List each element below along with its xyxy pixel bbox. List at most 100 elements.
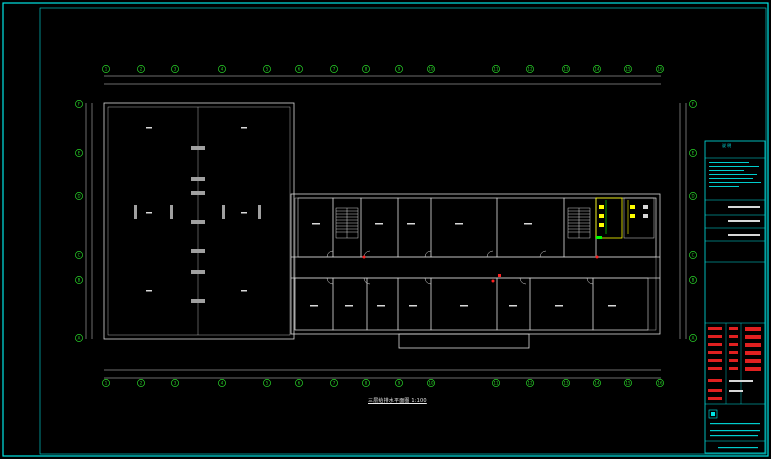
grid-row-right-F-label: F xyxy=(692,101,695,106)
grid-col-bottom-5-label: 5 xyxy=(266,380,269,385)
grid-row-left-E-bubble xyxy=(75,149,83,157)
grid-col-bottom-3-label: 3 xyxy=(174,380,177,385)
grid-col-bottom-4-label: 4 xyxy=(221,380,224,385)
grid-col-top-5-bubble xyxy=(263,65,271,73)
grid-col-top-1-label: 1 xyxy=(105,66,108,71)
grid-col-top-6-label: 6 xyxy=(298,66,301,71)
grid-col-bottom-11-label: 11 xyxy=(493,380,499,385)
grid-col-top-4-label: 4 xyxy=(221,66,224,71)
grid-col-top-10-label: 10 xyxy=(428,66,434,71)
grid-row-right-D-bubble xyxy=(689,192,697,200)
grid-col-bottom-16-label: 16 xyxy=(657,380,663,385)
grid-col-top-11-bubble xyxy=(492,65,500,73)
lower-rooms xyxy=(294,277,649,331)
grid-col-bottom-4-bubble xyxy=(218,379,226,387)
grid-col-bottom-9-bubble xyxy=(395,379,403,387)
grid-col-bottom-15-label: 15 xyxy=(625,380,631,385)
grid-col-top-6-bubble xyxy=(295,65,303,73)
grid-row-right-A-label: A xyxy=(692,335,695,340)
title-block xyxy=(704,140,766,454)
grid-axis-right: A B C D E F xyxy=(689,100,697,342)
grid-col-top-2-bubble xyxy=(137,65,145,73)
grid-row-right-E-label: E xyxy=(692,150,695,155)
stairwell-left xyxy=(335,207,359,239)
grid-col-bottom-3-bubble xyxy=(171,379,179,387)
grid-row-right-C-label: C xyxy=(692,252,695,257)
toilet-fixtures xyxy=(595,197,655,239)
grid-row-right-E-bubble xyxy=(689,149,697,157)
grid-col-bottom-10-bubble xyxy=(427,379,435,387)
company-logo-icon xyxy=(708,409,718,419)
grid-col-bottom-11-bubble xyxy=(492,379,500,387)
stairwell-right xyxy=(567,207,591,239)
grid-col-top-16-label: 16 xyxy=(657,66,663,71)
grid-col-top-9-bubble xyxy=(395,65,403,73)
grid-row-left-C-label: C xyxy=(78,252,81,257)
grid-col-bottom-6-bubble xyxy=(295,379,303,387)
grid-col-top-7-bubble xyxy=(330,65,338,73)
grid-col-bottom-5-bubble xyxy=(263,379,271,387)
grid-col-top-3-bubble xyxy=(171,65,179,73)
grid-row-right-B-label: B xyxy=(692,277,695,282)
grid-col-top-2-label: 2 xyxy=(140,66,143,71)
grid-col-top-16-bubble xyxy=(656,65,664,73)
grid-col-bottom-12-bubble xyxy=(526,379,534,387)
grid-col-bottom-7-bubble xyxy=(330,379,338,387)
grid-col-top-15-label: 15 xyxy=(625,66,631,71)
grid-row-left-C-bubble xyxy=(75,251,83,259)
hall-columns xyxy=(134,146,261,303)
grid-row-right-D-label: D xyxy=(691,193,694,198)
grid-row-left-B-label: B xyxy=(78,277,81,282)
grid-col-bottom-12-label: 12 xyxy=(527,380,533,385)
grid-axis-left: A B C D E F xyxy=(75,100,83,342)
inner-frame xyxy=(39,7,767,455)
grid-row-left-A-bubble xyxy=(75,334,83,342)
grid-col-top-14-bubble xyxy=(593,65,601,73)
grid-col-top-4-bubble xyxy=(218,65,226,73)
grid-col-top-13-bubble xyxy=(562,65,570,73)
grid-col-bottom-6-label: 6 xyxy=(298,380,301,385)
grid-col-bottom-1-label: 1 xyxy=(105,380,108,385)
grid-row-right-A-bubble xyxy=(689,334,697,342)
grid-row-right-B-bubble xyxy=(689,276,697,284)
drawing-caption: 三层给排水平面图 1:100 xyxy=(368,398,427,404)
upper-rooms xyxy=(297,197,657,258)
grid-col-bottom-10-label: 10 xyxy=(428,380,434,385)
grid-col-top-14-label: 14 xyxy=(594,66,600,71)
grid-col-bottom-14-label: 14 xyxy=(594,380,600,385)
grid-row-right-F-bubble xyxy=(689,100,697,108)
grid-col-bottom-8-bubble xyxy=(362,379,370,387)
top-dimension-lines xyxy=(85,75,687,379)
grid-col-top-3-label: 3 xyxy=(174,66,177,71)
grid-col-bottom-1-bubble xyxy=(102,379,110,387)
grid-col-top-15-bubble xyxy=(624,65,632,73)
grid-col-bottom-9-label: 9 xyxy=(398,380,401,385)
grid-col-top-11-label: 11 xyxy=(493,66,499,71)
grid-col-top-7-label: 7 xyxy=(333,66,336,71)
grid-col-top-10-bubble xyxy=(427,65,435,73)
grid-col-top-8-label: 8 xyxy=(365,66,368,71)
grid-row-left-E-label: E xyxy=(78,150,81,155)
grid-row-right-C-bubble xyxy=(689,251,697,259)
pipe-markers xyxy=(362,255,599,283)
grid-row-left-D-label: D xyxy=(77,193,80,198)
grid-row-left-A-label: A xyxy=(78,335,81,340)
grid-col-top-9-label: 9 xyxy=(398,66,401,71)
grid-row-left-F-bubble xyxy=(75,100,83,108)
grid-col-bottom-13-label: 13 xyxy=(563,380,569,385)
room-labels xyxy=(146,127,616,307)
grid-row-left-B-bubble xyxy=(75,276,83,284)
grid-col-bottom-16-bubble xyxy=(656,379,664,387)
grid-col-top-12-label: 12 xyxy=(527,66,533,71)
grid-col-top-8-bubble xyxy=(362,65,370,73)
grid-col-bottom-8-label: 8 xyxy=(365,380,368,385)
grid-col-bottom-15-bubble xyxy=(624,379,632,387)
grid-col-bottom-2-bubble xyxy=(137,379,145,387)
titleblock-header: 说 明 xyxy=(722,143,732,148)
grid-row-left-F-label: F xyxy=(78,101,81,106)
